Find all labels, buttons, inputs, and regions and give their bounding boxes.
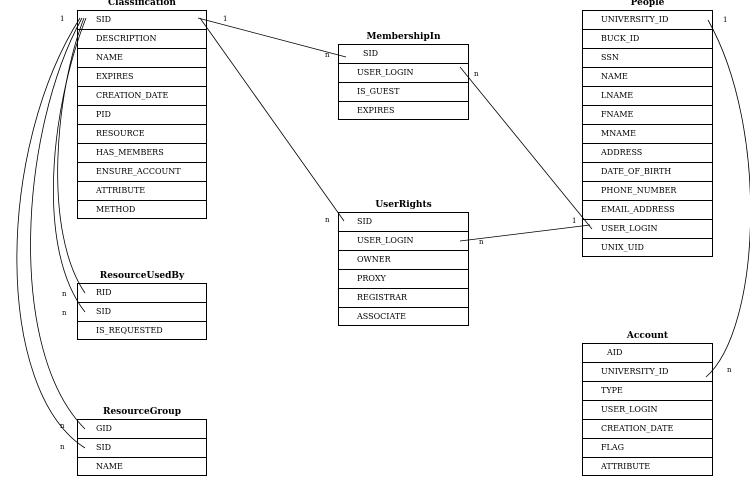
card-one-classification: 1 [60, 15, 65, 23]
attribute-row: GID [78, 420, 206, 439]
attribute-row: SID [78, 11, 206, 30]
attribute-row: EXPIRES [78, 68, 206, 87]
attribute-row: NAME [78, 49, 206, 68]
attribute-row: PID [78, 106, 206, 125]
card-many-resourceusedby-rid: n [62, 290, 67, 298]
attribute-row: RID [78, 284, 206, 303]
attribute-row: TYPE [583, 382, 712, 401]
attribute-row: ENSURE_ACCOUNT [78, 163, 206, 182]
attribute-row: USER_LOGIN [583, 401, 712, 420]
attribute-row: USER_LOGIN [339, 64, 468, 83]
entity-title: Account [626, 331, 669, 341]
card-many-userrights-login: n [479, 238, 484, 246]
card-many-resourceusedby-sid: n [62, 309, 67, 317]
attribute-row: SID [339, 45, 468, 64]
entity-title: People [630, 0, 665, 8]
rel-people-userrights [459, 224, 591, 242]
rel-classification-resourcegroup-gid [30, 17, 86, 430]
rel-classification-resourceusedby-sid [53, 17, 87, 313]
entity-title: UserRights [375, 200, 432, 210]
rel-people-account [705, 19, 750, 378]
attribute-row: DESCRIPTION [78, 30, 206, 49]
entity-title: ResourceUsedBy [99, 271, 185, 281]
card-many-resourcegroup-gid: n [60, 422, 65, 430]
attribute-row: PHONE_NUMBER [583, 182, 712, 201]
attribute-row: RESOURCE [78, 125, 206, 144]
attribute-row: MNAME [583, 125, 712, 144]
attribute-row: FNAME [583, 106, 712, 125]
attribute-row: EXPIRES [357, 106, 395, 115]
attribute-row: EMAIL_ADDRESS [583, 201, 712, 220]
entity-title: ResourceGroup [102, 407, 182, 417]
entity-title: MembershipIn [366, 32, 441, 42]
card-many-membershipin-login: n [474, 70, 479, 78]
rel-classification-membershipin [197, 17, 347, 58]
card-many-membershipin-sid: n [325, 51, 330, 59]
attribute-row: SSN [583, 49, 712, 68]
attribute-row: SID [78, 439, 206, 458]
attribute-row: USER_LOGIN [339, 232, 468, 251]
attribute-row: UNIX_UID [601, 243, 644, 252]
attribute-row: OWNER [339, 251, 468, 270]
attribute-row: LNAME [583, 87, 712, 106]
card-one-people-id: 1 [723, 16, 728, 24]
attribute-row: CREATION_DATE [78, 87, 206, 106]
attribute-row: PROXY [339, 270, 468, 289]
attribute-row: IS_REQUESTED [96, 326, 163, 335]
attribute-row: ATTRIBUTE [601, 462, 651, 471]
rel-classification-resourcegroup-sid [16, 17, 86, 449]
attribute-row: AID [583, 344, 712, 363]
attribute-row: REGISTRAR [339, 289, 468, 308]
attribute-row: HAS_MEMBERS [78, 144, 206, 163]
card-many-account-id: n [727, 366, 732, 374]
rel-classification-userrights [199, 17, 345, 222]
rel-people-membershipin [459, 66, 593, 230]
card-many-resourcegroup-sid: n [60, 443, 65, 451]
attribute-row: USER_LOGIN [583, 220, 712, 239]
attribute-row: SID [78, 303, 206, 322]
card-many-userrights-sid: n [325, 216, 330, 224]
attribute-row: FLAG [583, 439, 712, 458]
rel-classification-resourceusedby-rid [57, 17, 86, 294]
attribute-row: METHOD [96, 205, 136, 214]
card-one-people-login: 1 [572, 217, 577, 225]
attribute-row: NAME [96, 462, 123, 471]
attribute-row: ASSOCIATE [357, 312, 406, 321]
attribute-row: IS_GUEST [339, 83, 468, 102]
attribute-row: DATE_OF_BIRTH [583, 163, 712, 182]
attribute-row: CREATION_DATE [583, 420, 712, 439]
attribute-row: BUCK_ID [583, 30, 712, 49]
attribute-row: ATTRIBUTE [78, 182, 206, 201]
attribute-row: SID [339, 213, 468, 232]
attribute-row: UNIVERSITY_ID [583, 11, 712, 30]
attribute-row: ADDRESS [583, 144, 712, 163]
attribute-row: NAME [583, 68, 712, 87]
entity-title: Classification [108, 0, 176, 8]
card-one-classification-right: 1 [223, 15, 228, 23]
attribute-row: UNIVERSITY_ID [583, 363, 712, 382]
